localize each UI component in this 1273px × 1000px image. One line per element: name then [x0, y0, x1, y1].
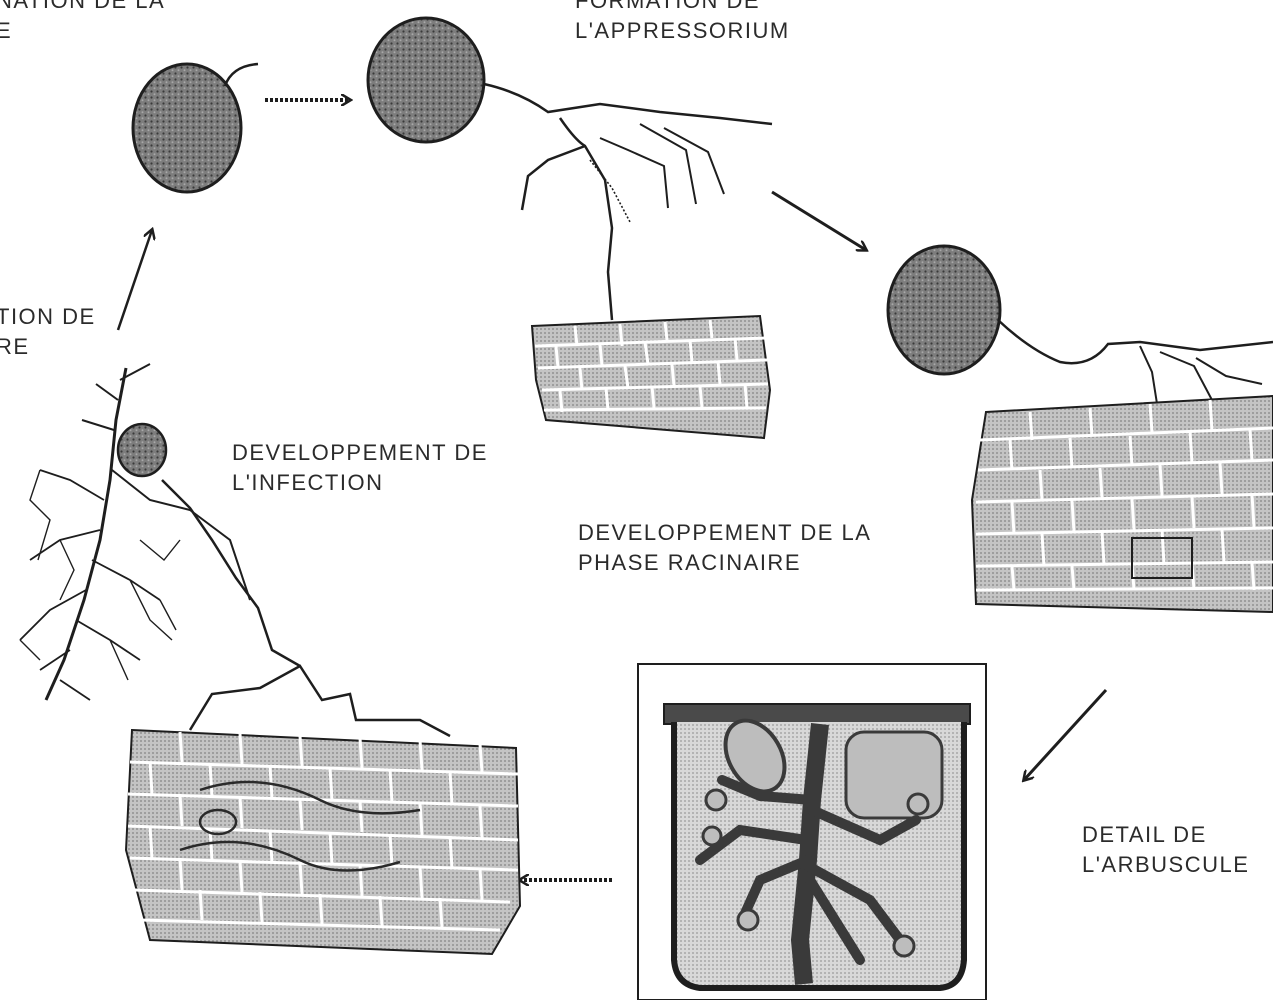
label-appressorium: FORMATION DE L'APPRESSORIUM: [575, 0, 790, 46]
label-germination-line1: NATION DE LA: [0, 0, 165, 16]
label-infection: DEVELOPPEMENT DE L'INFECTION: [232, 438, 488, 498]
arrow-to-germination: [118, 230, 152, 330]
spore-root-penetration: [888, 246, 1273, 410]
label-arbuscule: DETAIL DE L'ARBUSCULE: [1082, 820, 1249, 880]
spore-germination: [133, 64, 258, 192]
label-sporulation-line1: TION DE: [0, 302, 96, 332]
root-tissue-section: [972, 396, 1273, 612]
label-appressorium-line1: FORMATION DE: [575, 0, 790, 16]
infected-root-section: [126, 480, 520, 954]
label-germination: NATION DE LA E: [0, 0, 165, 46]
label-root-phase-line2: PHASE RACINAIRE: [578, 548, 871, 578]
label-appressorium-line2: L'APPRESSORIUM: [575, 16, 790, 46]
spreading-mycelium: [20, 364, 250, 700]
arrow-to-root-phase: [772, 192, 866, 250]
label-root-phase: DEVELOPPEMENT DE LA PHASE RACINAIRE: [578, 518, 871, 578]
label-germination-line2: E: [0, 16, 165, 46]
arrow-to-arbuscule-detail: [1024, 690, 1106, 780]
label-arbuscule-line1: DETAIL DE: [1082, 820, 1249, 850]
spore-appressorium: [368, 18, 772, 320]
label-root-phase-line1: DEVELOPPEMENT DE LA: [578, 518, 871, 548]
arbuscule-detail-panel: [638, 664, 986, 1000]
label-infection-line1: DEVELOPPEMENT DE: [232, 438, 488, 468]
label-infection-line2: L'INFECTION: [232, 468, 488, 498]
label-sporulation-line2: RE: [0, 332, 96, 362]
root-cells-appressorium: [532, 316, 770, 438]
label-sporulation: TION DE RE: [0, 302, 96, 362]
label-arbuscule-line2: L'ARBUSCULE: [1082, 850, 1249, 880]
